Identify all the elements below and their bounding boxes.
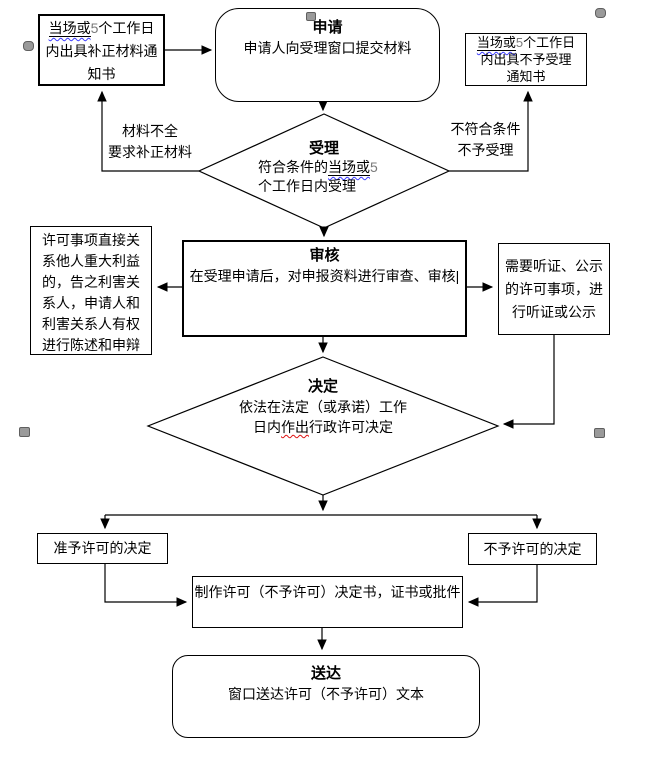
connector-deny-to-produce[interactable] bbox=[467, 565, 538, 607]
review-body: 在受理申请后，对申报资料进行审查、审核 bbox=[189, 268, 456, 284]
hearing-line: 行听证或公示 bbox=[512, 304, 596, 320]
digit-text: 5 bbox=[370, 159, 378, 175]
notice-text: 内出具补正材料通 bbox=[45, 43, 158, 59]
hearing-line: 的许可事项，进 bbox=[505, 281, 603, 297]
grant-decision-box[interactable]: 准予许可的决定 bbox=[37, 533, 168, 564]
produce-documents-box[interactable]: 制作许可（不予许可）决定书，证书或批件 bbox=[192, 576, 463, 628]
reject-notice-box[interactable]: 当场或5个工作日 内出具不予受理 通知书 bbox=[465, 33, 587, 86]
deliver-body: 窗口送达许可（不予许可）文本 bbox=[228, 686, 424, 702]
connector-hearing-to-decide[interactable] bbox=[502, 335, 555, 429]
misspelled-text: 当场或 bbox=[328, 159, 370, 176]
interest-line: 进行陈述和申辩 bbox=[42, 337, 140, 353]
grammar-flagged-text: 作出 bbox=[281, 419, 309, 435]
decide-body: 依法在法定（或承诺）工作 bbox=[239, 399, 407, 415]
apply-box[interactable]: 申请 申请人向受理窗口提交材料 bbox=[215, 8, 440, 102]
apply-title: 申请 bbox=[312, 19, 343, 36]
interest-line: 的，告之利害关 bbox=[42, 274, 140, 290]
deny-decision-box[interactable]: 不予许可的决定 bbox=[468, 533, 597, 565]
accept-diamond-text: 受理 符合条件的当场或5 个工作日内受理 bbox=[258, 139, 390, 196]
accept-body: 符合条件的 bbox=[258, 159, 328, 175]
accept-body: 个工作日内受理 bbox=[258, 178, 356, 194]
interest-line: 系他人重大利益 bbox=[42, 253, 140, 269]
interest-line: 系人，申请人和 bbox=[42, 295, 140, 311]
notice-text: 知书 bbox=[87, 66, 116, 82]
digit-text: 5 bbox=[515, 35, 524, 50]
interested-parties-box[interactable]: 许可事项直接关 系他人重大利益 的，告之利害关 系人，申请人和 利害关系人有权 … bbox=[30, 226, 152, 355]
supplement-notice-box[interactable]: 当场或5个工作日 内出具补正材料通 知书 bbox=[38, 14, 165, 86]
review-title: 审核 bbox=[309, 247, 340, 264]
label-line: 不予受理 bbox=[457, 142, 514, 158]
produce-label: 制作许可（不予许可）决定书，证书或批件 bbox=[194, 584, 461, 600]
accept-title: 受理 bbox=[308, 140, 339, 157]
hearing-line: 需要听证、公示 bbox=[505, 258, 603, 274]
canvas-handle-top-left[interactable] bbox=[23, 41, 34, 51]
grant-label: 准予许可的决定 bbox=[53, 540, 152, 556]
interest-line: 利害关系人有权 bbox=[42, 316, 140, 332]
canvas-handle-middle-left[interactable] bbox=[19, 427, 30, 437]
not-meet-conditions-label: 不符合条件 不予受理 bbox=[438, 119, 533, 161]
decide-title: 决定 bbox=[307, 378, 338, 395]
decide-body: 日内 bbox=[253, 419, 281, 435]
canvas-handle-top-center[interactable] bbox=[306, 12, 316, 21]
connector-grant-to-produce[interactable] bbox=[104, 564, 188, 607]
deliver-box[interactable]: 送达 窗口送达许可（不予许可）文本 bbox=[172, 655, 480, 738]
interest-line: 许可事项直接关 bbox=[42, 232, 140, 248]
label-line: 不符合条件 bbox=[450, 121, 521, 137]
connector-accept-to-rejectnotice[interactable] bbox=[449, 90, 533, 172]
notice-text: 个工作日 bbox=[98, 20, 155, 36]
notice-text: 内出具不予受理 bbox=[480, 52, 572, 67]
review-box[interactable]: 审核 在受理申请后，对申报资料进行审查、审核| bbox=[182, 240, 467, 337]
incomplete-materials-label: 材料不全 要求补正材料 bbox=[100, 121, 200, 163]
connector-accept-to-supplement[interactable] bbox=[97, 90, 199, 172]
text-cursor: | bbox=[455, 268, 460, 284]
misspelled-text: 当场或 bbox=[476, 35, 516, 51]
deliver-title: 送达 bbox=[310, 665, 341, 682]
apply-body: 申请人向受理窗口提交材料 bbox=[243, 40, 412, 56]
decide-diamond-text: 决定 依法在法定（或承诺）工作 日内作出行政许可决定 bbox=[233, 377, 413, 437]
notice-text: 通知书 bbox=[506, 69, 546, 84]
hearing-publicity-box[interactable]: 需要听证、公示 的许可事项，进 行听证或公示 bbox=[498, 243, 610, 335]
label-line: 材料不全 bbox=[122, 123, 178, 139]
digit-text: 5 bbox=[90, 20, 99, 36]
label-line: 要求补正材料 bbox=[108, 144, 192, 160]
deny-label: 不予许可的决定 bbox=[483, 541, 582, 557]
canvas-handle-middle-right[interactable] bbox=[594, 428, 605, 438]
canvas-handle-top-right[interactable] bbox=[595, 8, 606, 18]
decide-body: 行政许可决定 bbox=[309, 419, 393, 435]
notice-text: 个工作日 bbox=[523, 35, 576, 50]
misspelled-text: 当场或 bbox=[48, 20, 91, 37]
